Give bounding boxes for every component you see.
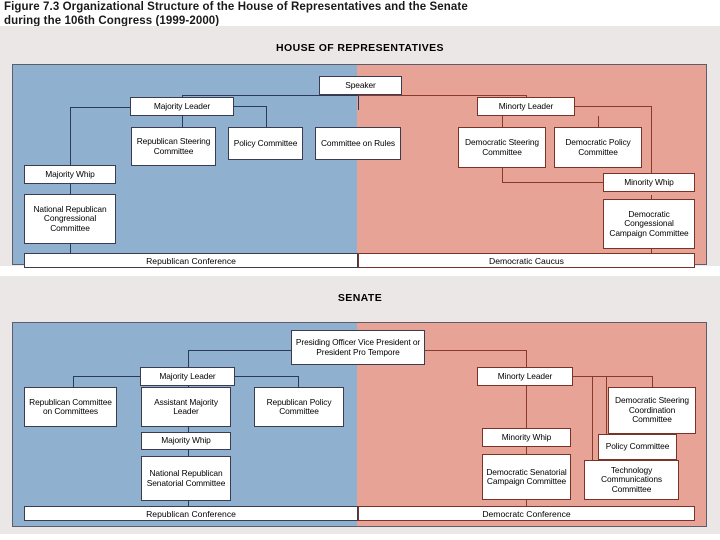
connector-senate-minority-right-rail: [573, 376, 652, 377]
senate-heading: SENATE: [337, 292, 383, 304]
connector-presiding-to-majority: [188, 350, 291, 351]
connector-senate-policy-drop: [606, 376, 607, 434]
connector-presiding-to-minority: [425, 350, 526, 351]
node-democratic-policy-committee[interactable]: Democratic Policy Committee: [554, 127, 642, 168]
node-house-minority-leader[interactable]: Minorty Leader: [477, 97, 575, 116]
connector-majority-to-steering: [182, 116, 183, 127]
node-house-majority-whip[interactable]: Majority Whip: [24, 165, 116, 184]
connector-dem-steering-down: [502, 168, 503, 182]
node-house-minority-whip[interactable]: Minority Whip: [603, 173, 695, 192]
connector-whip-rail: [70, 107, 71, 264]
connector-assistant-to-whip: [188, 423, 189, 432]
node-senate-majority-whip[interactable]: Majority Whip: [141, 432, 231, 450]
bar-house-republican-conference[interactable]: Republican Conference: [24, 253, 358, 268]
connector-policy-drop: [266, 106, 267, 127]
node-democratic-senatorial-campaign-committee[interactable]: Democratic Senatorial Campaign Committee: [482, 454, 571, 500]
connector-tech-comms-drop: [592, 376, 593, 460]
node-democratic-steering-coordination-committee[interactable]: Democratic Steering Coordination Committ…: [608, 387, 696, 434]
node-republican-steering-committee[interactable]: Republican Steering Committee: [131, 127, 216, 166]
node-committee-on-rules[interactable]: Committee on Rules: [315, 127, 401, 160]
bar-senate-democratic-conference[interactable]: Democratc Conference: [358, 506, 695, 521]
node-senate-majority-leader[interactable]: Majority Leader: [140, 367, 235, 386]
connector-dscc-to-conference: [526, 500, 527, 506]
node-presiding-officer[interactable]: Presiding Officer Vice President or Pres…: [291, 330, 425, 365]
connector-dem-steering-coord-drop: [652, 376, 653, 387]
node-democratic-congressional-campaign-committee[interactable]: Democratic Congessional Campaign Committ…: [603, 199, 695, 249]
node-republican-committee-on-committees[interactable]: Republican Committee on Committees: [24, 387, 117, 427]
node-senate-minority-whip[interactable]: Minority Whip: [482, 428, 571, 447]
node-house-majority-leader[interactable]: Majority Leader: [130, 97, 234, 116]
connector-speaker-to-minority: [358, 95, 526, 96]
node-assistant-majority-leader[interactable]: Assistant Majority Leader: [141, 387, 231, 427]
connector-senate-whip-to-dscc: [526, 447, 527, 454]
node-technology-communications-committee[interactable]: Technology Communications Committee: [584, 460, 679, 500]
bar-house-democratic-caucus[interactable]: Democratic Caucus: [358, 253, 695, 268]
connector-rep-policy-drop: [298, 376, 299, 387]
bar-senate-republican-conference[interactable]: Republican Conference: [24, 506, 358, 521]
connector-speaker-down: [358, 95, 359, 110]
connector-dem-steering-to-whip: [502, 182, 611, 183]
connector-minority-to-dem-steering: [502, 116, 503, 127]
connector-whip-to-nrsc: [188, 450, 189, 456]
connector-senate-majority-drop: [188, 350, 189, 367]
node-senate-minority-leader[interactable]: Minorty Leader: [477, 367, 573, 386]
connector-senate-majority-left-rail: [73, 376, 188, 377]
node-republican-policy-committee[interactable]: Republican Policy Committee: [254, 387, 344, 427]
connector-minority-whip-rail: [651, 106, 652, 173]
connector-speaker-to-majority: [182, 95, 358, 96]
node-policy-committee[interactable]: Policy Committee: [228, 127, 303, 160]
connector-nrsc-to-conference: [188, 499, 189, 506]
connector-minority-right-rail: [573, 106, 651, 107]
connector-majority-left-rail: [70, 107, 182, 108]
node-national-republican-congressional-committee[interactable]: National Republican Congressional Commit…: [24, 194, 116, 244]
node-senate-policy-committee[interactable]: Policy Committee: [598, 434, 677, 460]
connector-senate-majority-right-rail: [188, 376, 298, 377]
node-speaker[interactable]: Speaker: [319, 76, 402, 95]
connector-minority-to-dem-policy: [598, 116, 599, 127]
node-democratic-steering-committee[interactable]: Democratic Steering Committee: [458, 127, 546, 168]
connector-senate-minority-drop: [526, 350, 527, 367]
connector-minority-to-senate-whip: [526, 386, 527, 428]
figure-caption: Figure 7.3 Organizational Structure of t…: [4, 1, 468, 27]
connector-rep-committee-drop: [73, 376, 74, 387]
node-national-republican-senatorial-committee[interactable]: National Republican Senatorial Committee: [141, 456, 231, 501]
house-heading: HOUSE OF REPRESENTATIVES: [276, 42, 444, 54]
